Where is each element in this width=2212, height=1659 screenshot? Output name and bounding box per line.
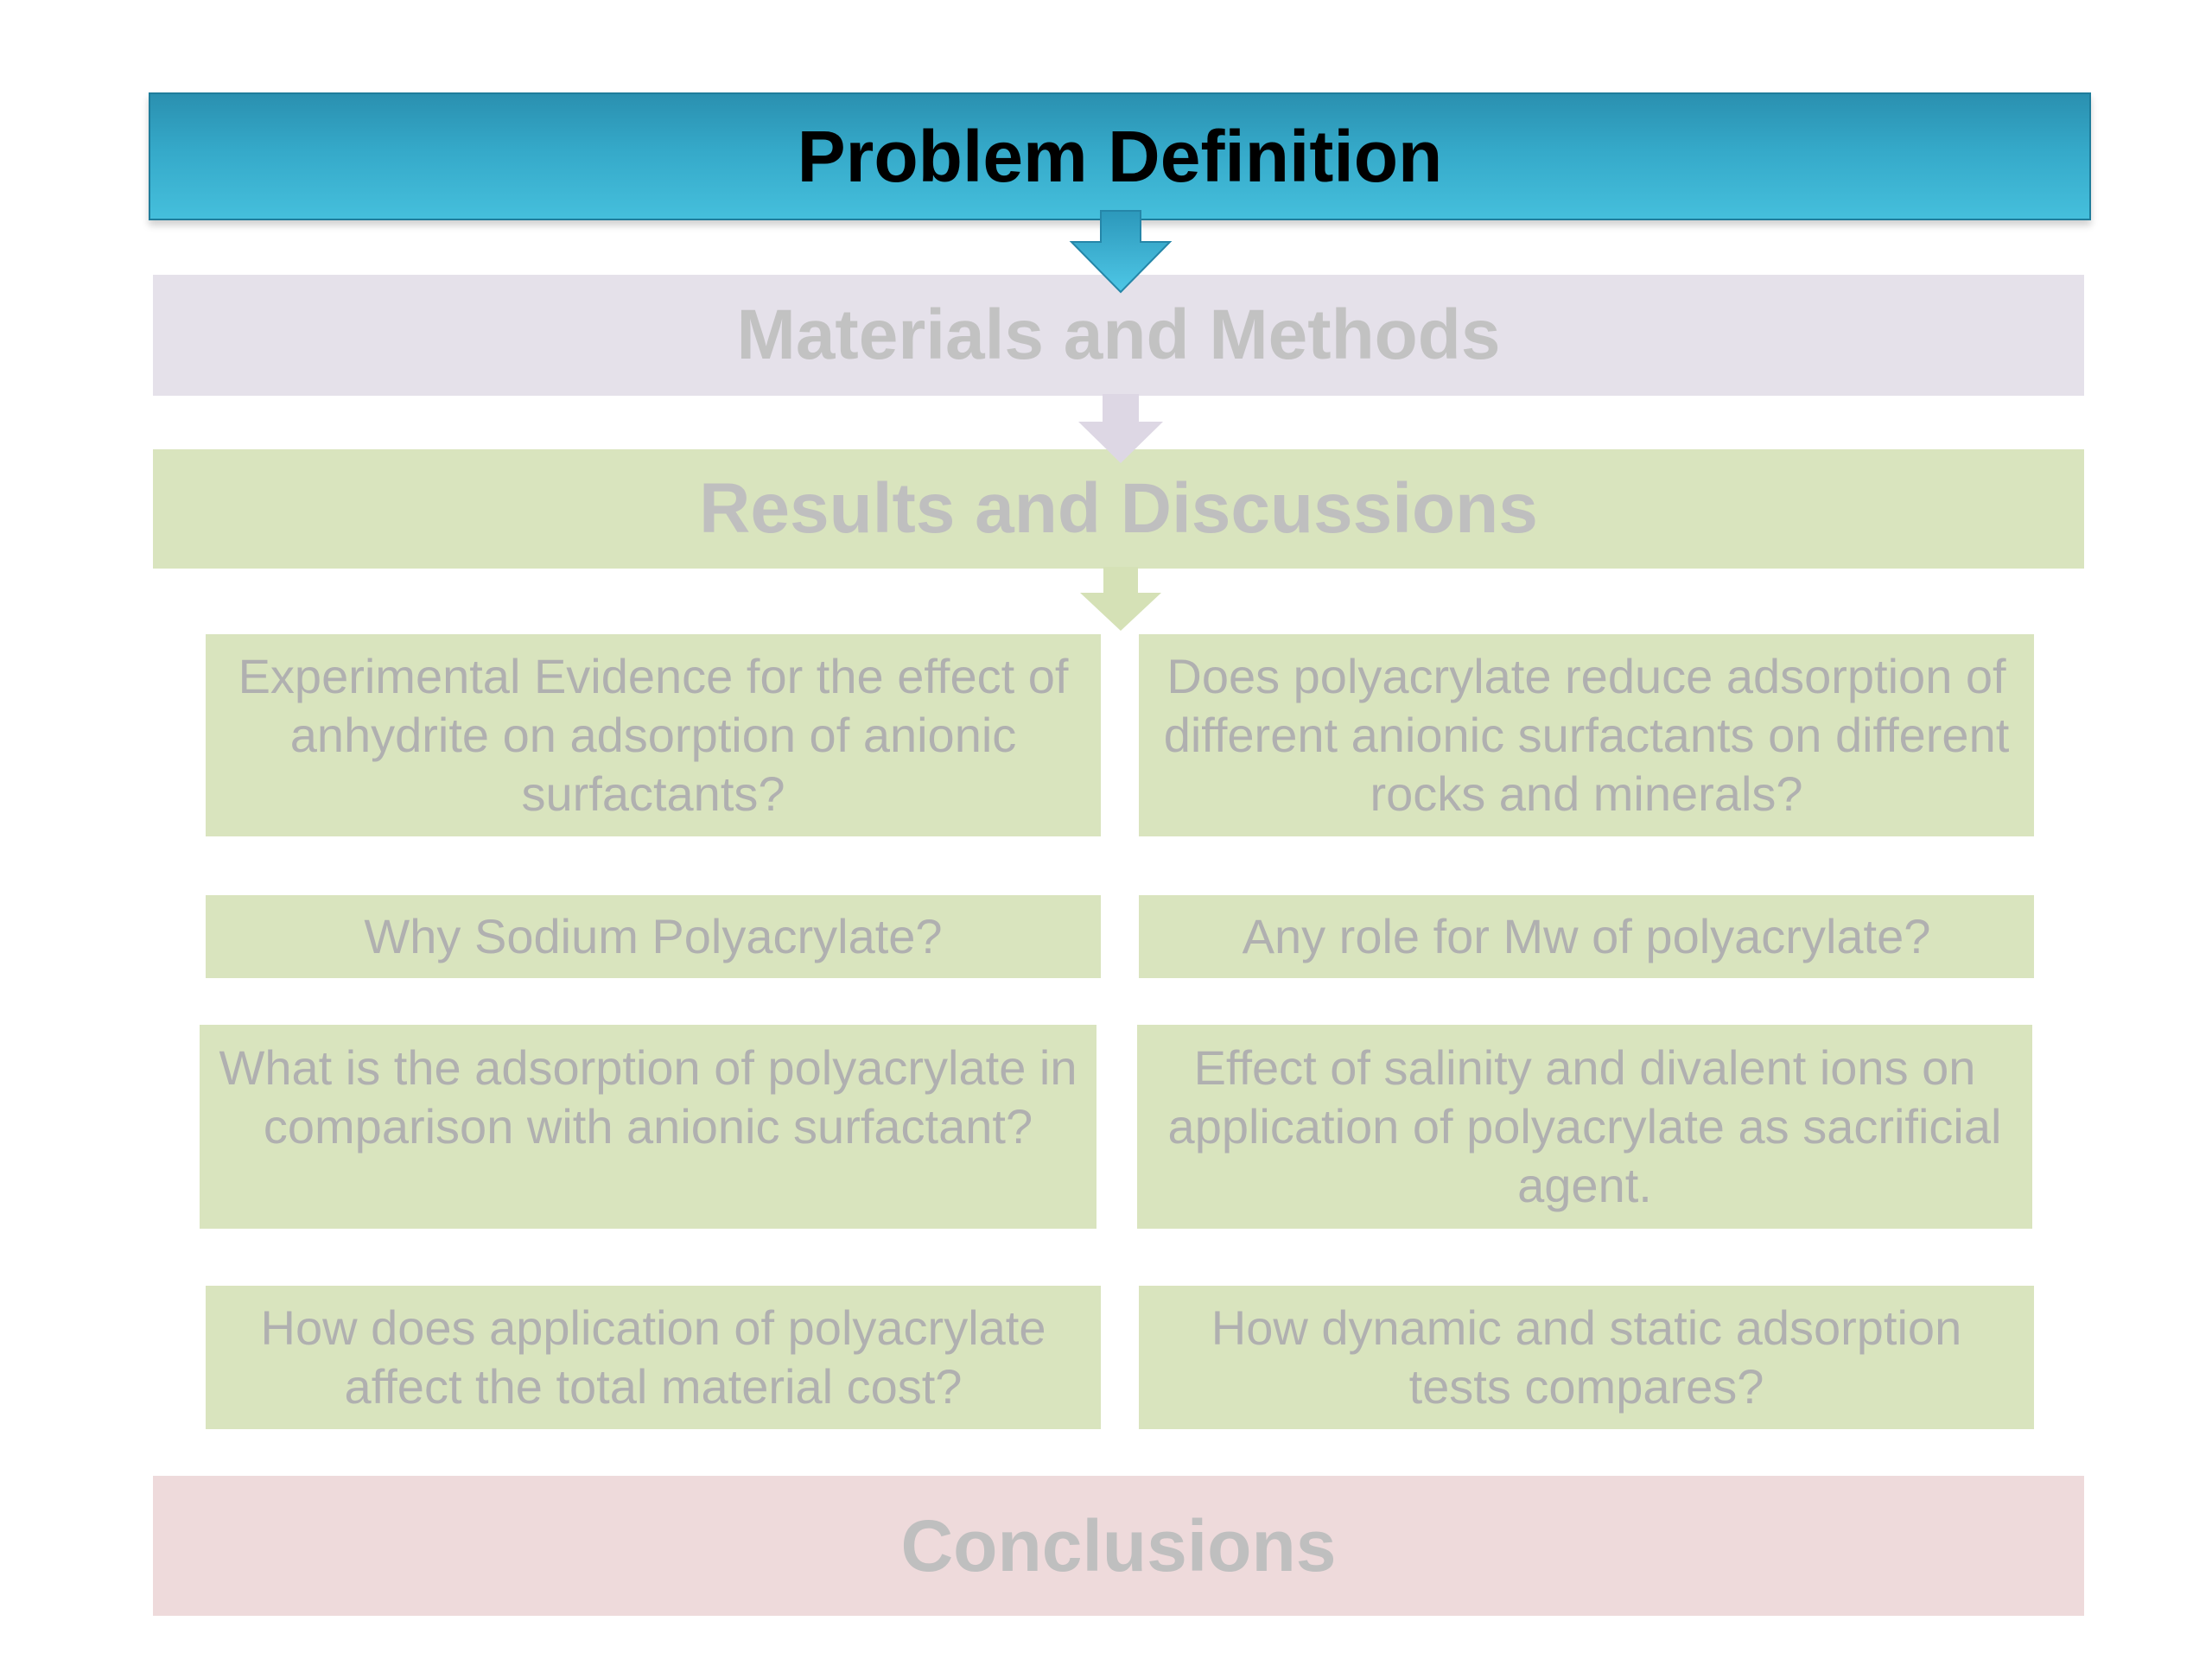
question-text: Does polyacrylate reduce adsorption of d… bbox=[1163, 649, 2010, 821]
results-discussions-banner: Results and Discussions bbox=[153, 449, 2084, 569]
down-arrow-icon bbox=[1080, 567, 1161, 631]
question-box-salinity-effect: Effect of salinity and divalent ions on … bbox=[1137, 1025, 2032, 1229]
materials-methods-banner: Materials and Methods bbox=[153, 275, 2084, 396]
question-box-anhydrite-evidence: Experimental Evidence for the effect of … bbox=[206, 634, 1101, 836]
question-text: Effect of salinity and divalent ions on … bbox=[1167, 1040, 2002, 1212]
materials-methods-label: Materials and Methods bbox=[736, 296, 1501, 374]
question-box-adsorption-comparison: What is the adsorption of polyacrylate i… bbox=[200, 1025, 1096, 1229]
question-text: Why Sodium Polyacrylate? bbox=[364, 909, 943, 963]
question-box-mw-role: Any role for Mw of polyacrylate? bbox=[1139, 895, 2034, 978]
conclusions-label: Conclusions bbox=[900, 1504, 1337, 1586]
down-arrow-icon bbox=[1078, 394, 1163, 463]
question-box-dynamic-static: How dynamic and static adsorption tests … bbox=[1139, 1286, 2034, 1429]
question-text: Any role for Mw of polyacrylate? bbox=[1242, 909, 1931, 963]
problem-definition-label: Problem Definition bbox=[797, 115, 1443, 197]
question-box-polyacrylate-reduce: Does polyacrylate reduce adsorption of d… bbox=[1139, 634, 2034, 836]
question-text: How dynamic and static adsorption tests … bbox=[1211, 1300, 1962, 1414]
down-arrow-icon bbox=[1069, 210, 1173, 294]
question-text: Experimental Evidence for the effect of … bbox=[238, 649, 1069, 821]
question-box-material-cost: How does application of polyacrylate aff… bbox=[206, 1286, 1101, 1429]
conclusions-banner: Conclusions bbox=[153, 1476, 2084, 1616]
question-text: How does application of polyacrylate aff… bbox=[260, 1300, 1046, 1414]
problem-definition-banner: Problem Definition bbox=[149, 92, 2091, 220]
results-discussions-label: Results and Discussions bbox=[699, 469, 1538, 548]
question-text: What is the adsorption of polyacrylate i… bbox=[219, 1040, 1077, 1154]
question-box-why-sodium-polyacrylate: Why Sodium Polyacrylate? bbox=[206, 895, 1101, 978]
